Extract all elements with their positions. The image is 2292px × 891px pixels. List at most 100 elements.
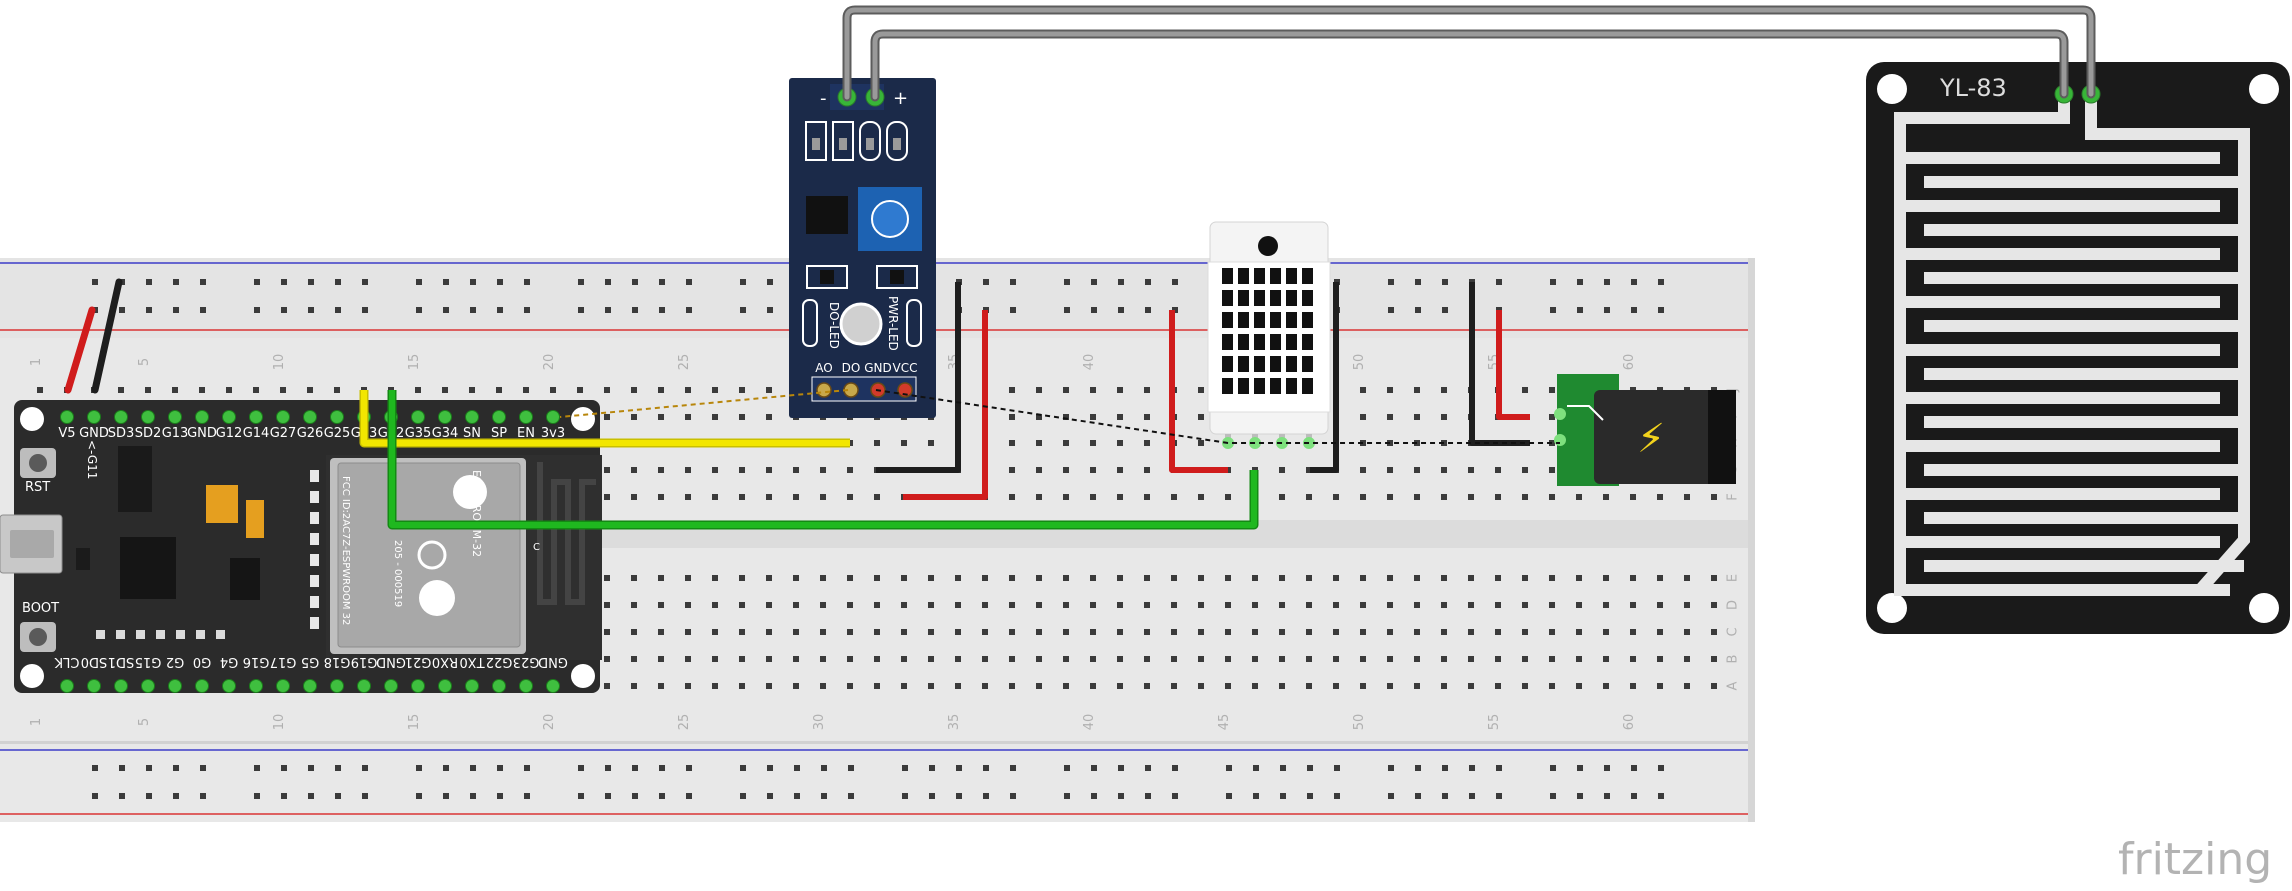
- esp32-top-pin[interactable]: [87, 410, 101, 424]
- esp32-bottom-pin-label: G21: [405, 654, 432, 669]
- esp32-bottom-pin[interactable]: [546, 679, 560, 693]
- potentiometer-knob[interactable]: [871, 200, 909, 238]
- terminal-hole: [1252, 602, 1258, 608]
- column-number-bottom: 5: [137, 718, 152, 726]
- esp32-top-pin[interactable]: [330, 410, 344, 424]
- rst-button-cap[interactable]: [29, 454, 47, 472]
- esp32-bottom-pin[interactable]: [114, 679, 128, 693]
- row-letter: A: [1726, 681, 1741, 690]
- rail-hole: [1631, 279, 1637, 285]
- module-output-pin[interactable]: [816, 382, 832, 398]
- esp32-top-pin[interactable]: [438, 410, 452, 424]
- terminal-hole: [658, 602, 664, 608]
- c-label: C: [533, 542, 540, 553]
- esp32-top-pin[interactable]: [141, 410, 155, 424]
- module-output-pin[interactable]: [897, 382, 913, 398]
- terminal-hole: [1387, 656, 1393, 662]
- terminal-hole: [1144, 494, 1150, 500]
- esp32-bottom-pin[interactable]: [195, 679, 209, 693]
- terminal-hole: [1441, 494, 1447, 500]
- terminal-hole: [1036, 656, 1042, 662]
- terminal-hole: [604, 414, 610, 420]
- terminal-hole: [1684, 494, 1690, 500]
- terminal-hole: [1306, 629, 1312, 635]
- rail-hole: [740, 765, 746, 771]
- grey-wire-outer[interactable]: [844, 7, 2094, 100]
- esp32-bottom-pin[interactable]: [384, 679, 398, 693]
- terminal-hole: [550, 387, 556, 393]
- module-capacitor: [839, 302, 883, 346]
- terminal-hole: [1036, 629, 1042, 635]
- terminal-hole: [1468, 656, 1474, 662]
- terminal-hole: [739, 656, 745, 662]
- esp32-top-pin[interactable]: [60, 410, 74, 424]
- esp32-bottom-pin[interactable]: [60, 679, 74, 693]
- esp32-top-pin[interactable]: [411, 410, 425, 424]
- terminal-hole: [820, 494, 826, 500]
- esp32-top-pin[interactable]: [249, 410, 263, 424]
- esp32-bottom-pin[interactable]: [465, 679, 479, 693]
- esp32-bottom-pin[interactable]: [87, 679, 101, 693]
- esp32-top-pin[interactable]: [168, 410, 182, 424]
- esp32-bottom-pin[interactable]: [168, 679, 182, 693]
- yellow-wire[interactable]: [361, 390, 850, 446]
- column-number-top: 50: [1352, 354, 1367, 371]
- esp32-top-pin[interactable]: [303, 410, 317, 424]
- rail-hole: [254, 765, 260, 771]
- esp32-bottom-pin[interactable]: [492, 679, 506, 693]
- esp32-top-pin[interactable]: [546, 410, 560, 424]
- terminal-hole: [955, 602, 961, 608]
- esp32-bottom-pin[interactable]: [303, 679, 317, 693]
- terminal-hole: [1522, 602, 1528, 608]
- esp32-top-pin[interactable]: [492, 410, 506, 424]
- esp32-bottom-pin[interactable]: [276, 679, 290, 693]
- terminal-hole: [1657, 656, 1663, 662]
- black-wire-module[interactable]: [876, 282, 961, 473]
- terminal-hole: [1360, 656, 1366, 662]
- esp32-bottom-pin[interactable]: [411, 679, 425, 693]
- esp32-bottom-pin[interactable]: [438, 679, 452, 693]
- red-wire-rail[interactable]: [64, 306, 96, 394]
- esp32-top-pin[interactable]: [276, 410, 290, 424]
- black-wire-jack[interactable]: [1469, 282, 1530, 446]
- esp32-top-pin-label: G13: [162, 426, 189, 441]
- rail-hole: [1064, 793, 1070, 799]
- esp32-bottom-pin[interactable]: [249, 679, 263, 693]
- red-wire-jack[interactable]: [1496, 310, 1530, 420]
- esp32-top-pin[interactable]: [465, 410, 479, 424]
- red-wire-dht[interactable]: [1169, 310, 1228, 473]
- esp32-top-pin[interactable]: [114, 410, 128, 424]
- terminal-hole: [1144, 467, 1150, 473]
- rail-hole: [335, 765, 341, 771]
- rail-hole: [848, 765, 854, 771]
- esp32-bottom-pin[interactable]: [519, 679, 533, 693]
- terminal-hole: [874, 629, 880, 635]
- rail-hole: [200, 307, 206, 313]
- boot-button-cap[interactable]: [29, 628, 47, 646]
- terminal-hole: [1360, 683, 1366, 689]
- black-wire-rail[interactable]: [91, 278, 123, 394]
- terminal-hole: [1063, 683, 1069, 689]
- esp32-top-pin[interactable]: [195, 410, 209, 424]
- terminal-hole: [1063, 387, 1069, 393]
- terminal-hole: [658, 494, 664, 500]
- esp32-top-pin[interactable]: [222, 410, 236, 424]
- esp32-bottom-pin[interactable]: [141, 679, 155, 693]
- rail-hole: [146, 765, 152, 771]
- rail-hole: [632, 307, 638, 313]
- esp32-bottom-pin[interactable]: [330, 679, 344, 693]
- red-wire-module[interactable]: [903, 310, 988, 500]
- terminal-hole: [1090, 440, 1096, 446]
- row-letter: D: [1726, 600, 1741, 610]
- grey-wire-inner[interactable]: [872, 31, 2067, 100]
- esp32-top-pin[interactable]: [519, 410, 533, 424]
- esp32-bottom-pin-label: GND: [538, 654, 568, 669]
- rail-hole: [146, 279, 152, 285]
- green-wire[interactable]: [389, 390, 1257, 528]
- esp32-bottom-pin[interactable]: [222, 679, 236, 693]
- terminal-hole: [1549, 629, 1555, 635]
- terminal-hole: [1630, 602, 1636, 608]
- rail-hole: [335, 307, 341, 313]
- black-wire-dht[interactable]: [1310, 282, 1339, 473]
- esp32-bottom-pin[interactable]: [357, 679, 371, 693]
